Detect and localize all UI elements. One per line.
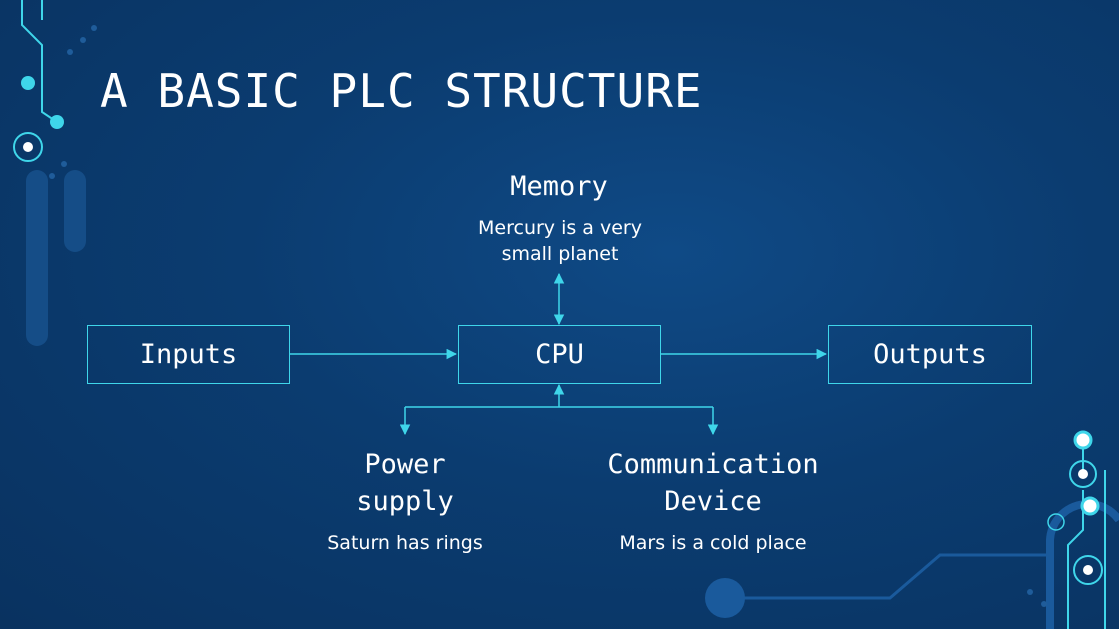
communication-device-title: Communication Device [573,446,853,520]
circuit-small-dot [1041,601,1047,607]
circuit-arc [1046,499,1119,629]
cpu-label: CPU [535,339,584,370]
circuit-small-dot [80,37,86,43]
comm-title-line1: Communication [607,449,819,480]
circuit-line-top-left [21,0,58,123]
circuit-ring-small [1047,513,1065,531]
outputs-label: Outputs [873,339,987,370]
memory-desc-line2: small planet [501,243,619,265]
power-title-line2: supply [356,486,454,517]
communication-device-description: Mars is a cold place [619,532,807,554]
memory-desc-line1: Mercury is a very [478,217,642,239]
circuit-node [1073,430,1093,450]
circuit-node [21,76,35,90]
circuit-ring [1069,460,1097,488]
circuit-line-bottom [740,553,1050,600]
decor-bar [64,170,86,252]
inputs-label: Inputs [139,339,238,370]
cpu-box: CPU [458,325,661,384]
memory-title: Memory [510,171,608,202]
circuit-small-dot [67,49,73,55]
circuit-small-dot [61,161,67,167]
power-title-line1: Power [364,449,446,480]
circuit-big-dot [705,578,745,618]
circuit-node [50,115,64,129]
circuit-small-dot [91,25,97,31]
circuit-small-dot [49,173,55,179]
comm-title-line2: Device [664,486,762,517]
circuit-ring [1073,555,1103,585]
circuit-ring [13,132,43,162]
circuit-dot [1083,565,1093,575]
decor-bar [26,170,48,346]
power-supply-description: Saturn has rings [327,532,483,554]
circuit-node [1080,496,1100,516]
memory-description: Mercury is a very small planet [440,215,680,267]
circuit-dot [1078,469,1088,479]
circuit-small-dot [1027,589,1033,595]
circuit-dot [23,142,33,152]
inputs-box: Inputs [87,325,290,384]
outputs-box: Outputs [828,325,1032,384]
power-supply-title: Power supply [305,446,505,520]
slide-title: A BASIC PLC STRUCTURE [100,64,703,118]
